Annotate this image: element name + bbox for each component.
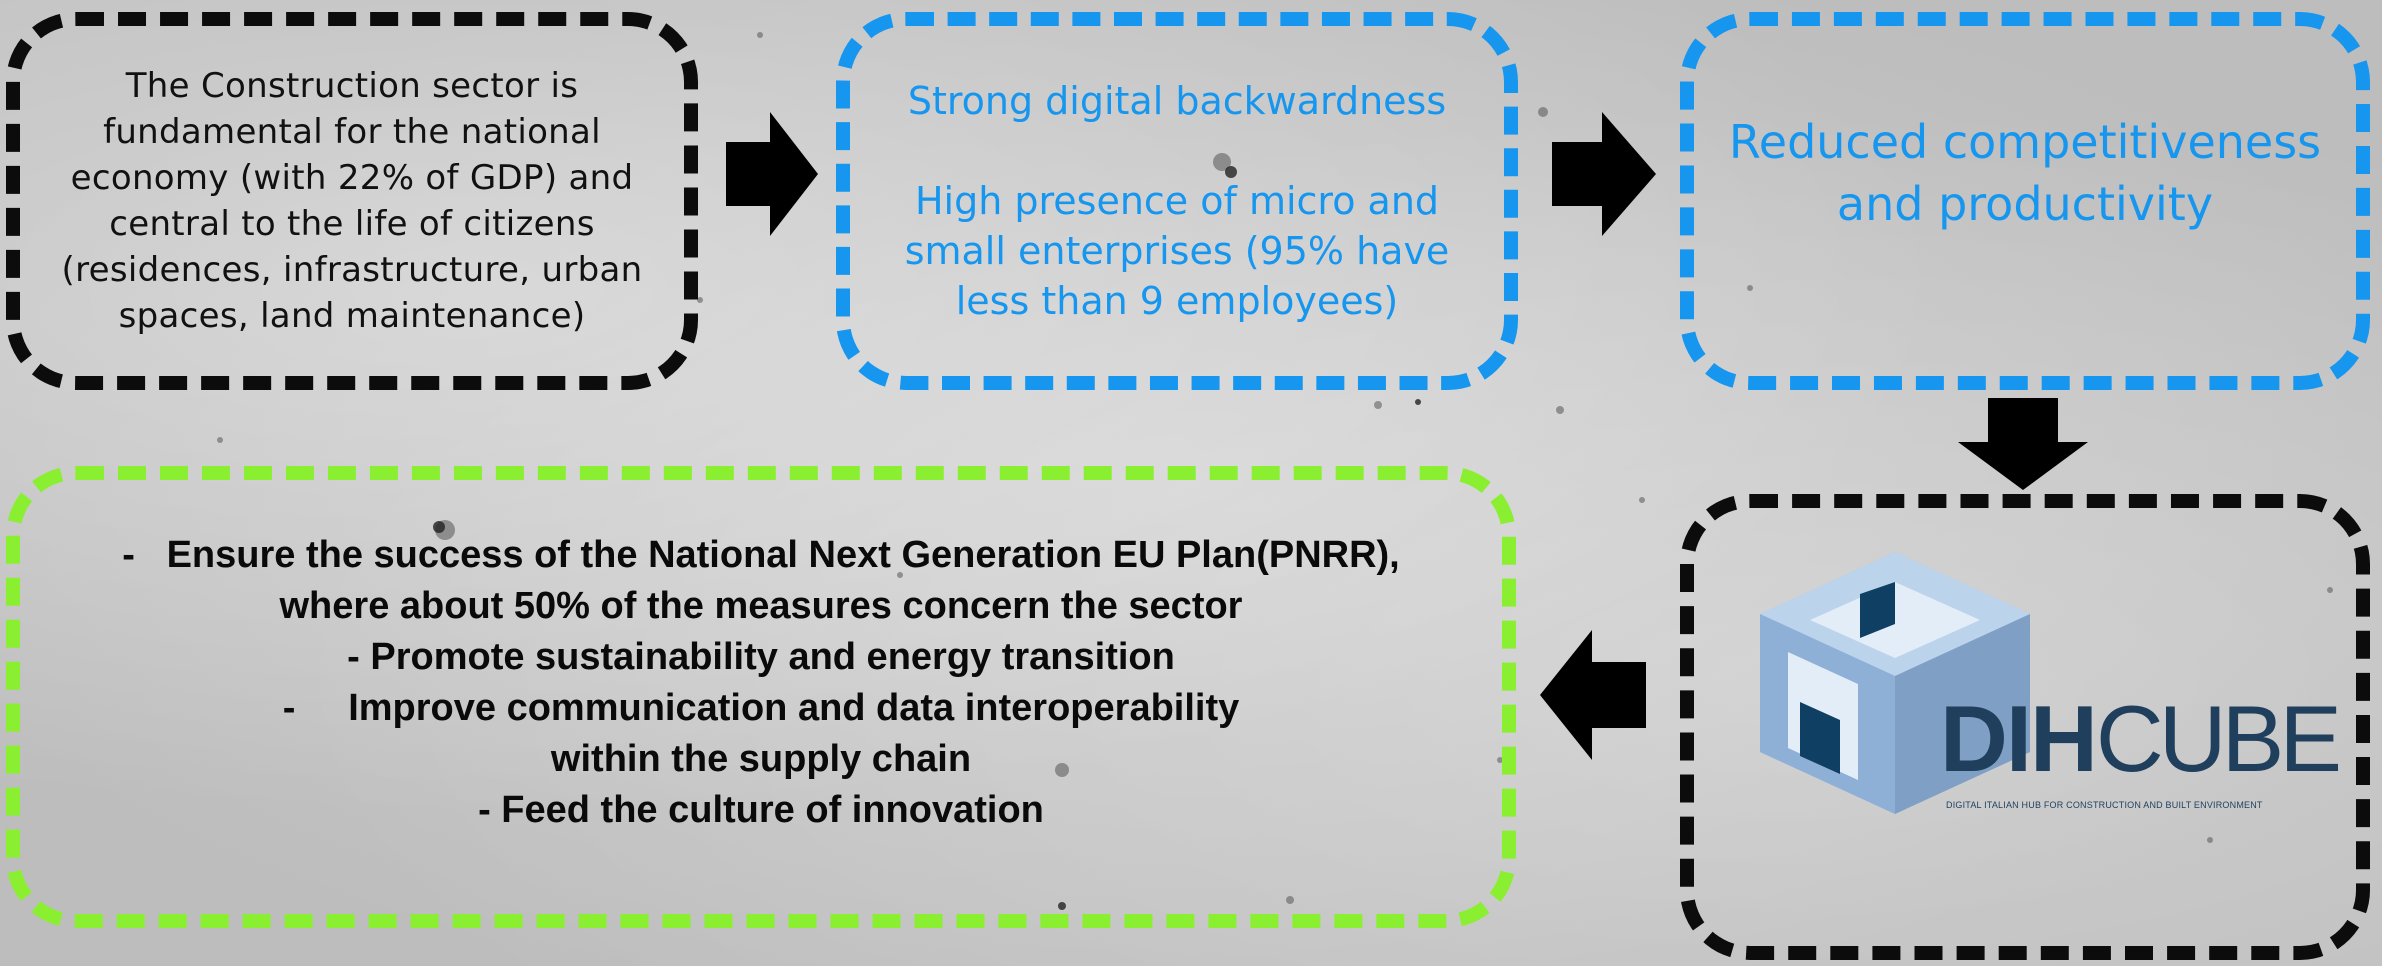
arrow-right-icon <box>1552 112 1656 236</box>
context-box: The Construction sector is fundamental f… <box>6 12 698 390</box>
arrow-right-icon <box>726 112 818 236</box>
problems-text: Strong digital backwardness High presenc… <box>880 76 1474 326</box>
context-text: The Construction sector is fundamental f… <box>61 66 643 336</box>
problem-micro-enterprises: High presence of micro and small enterpr… <box>904 179 1450 323</box>
arrow-left-icon <box>1540 630 1646 760</box>
dihcube-box <box>1680 494 2370 960</box>
logo-wordmark-bold: DIH <box>1940 686 2098 791</box>
arrow-down-icon <box>1958 398 2088 490</box>
goal-line: - Feed the culture of innovation <box>478 789 1044 831</box>
goal-line: within the supply chain <box>550 738 972 780</box>
problem-digital-backwardness: Strong digital backwardness <box>907 79 1447 123</box>
logo-wordmark-thin: CUBE <box>2095 686 2342 791</box>
goals-box: - Ensure the success of the National Nex… <box>6 466 1516 928</box>
goals-text: - Ensure the success of the National Nex… <box>122 530 1400 836</box>
logo-wordmark: DIHCUBE <box>1940 692 2342 786</box>
goal-line: - Promote sustainability and energy tran… <box>347 636 1175 678</box>
logo-tagline: DIGITAL ITALIAN HUB FOR CONSTRUCTION AND… <box>1946 800 2263 810</box>
consequence-box: Reduced competitiveness and productivity <box>1680 12 2370 390</box>
goal-line: - Improve communication and data interop… <box>282 687 1240 729</box>
dihcube-logo: DIHCUBE DIGITAL ITALIAN HUB FOR CONSTRUC… <box>1760 552 2342 902</box>
consequence-text: Reduced competitiveness and productivity <box>1728 115 2322 231</box>
goal-line: - Ensure the success of the National Nex… <box>122 534 1400 576</box>
cube-logo-icon <box>1760 552 2030 814</box>
problems-box: Strong digital backwardness High presenc… <box>836 12 1518 390</box>
goal-line: where about 50% of the measures concern … <box>279 585 1243 627</box>
